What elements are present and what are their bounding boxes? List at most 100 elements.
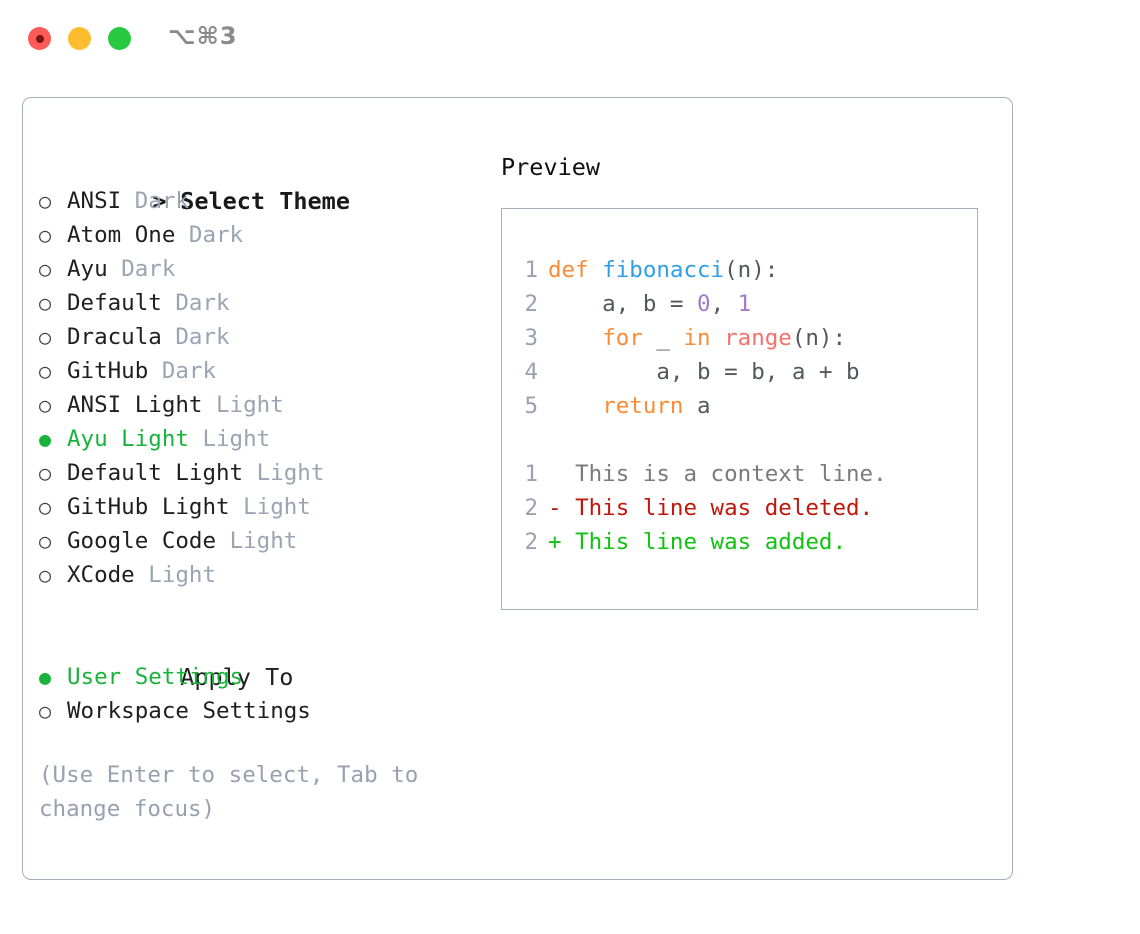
apply-to-heading: Apply To: [39, 626, 469, 691]
code-token-kw: return: [602, 393, 684, 419]
code-token-kw: def: [548, 257, 603, 283]
apply-to-heading-label: Apply To: [180, 663, 294, 691]
diff-line-text: This line was added.: [561, 529, 847, 555]
theme-option-label: GitHub: [67, 358, 149, 384]
theme-option-ayu-light[interactable]: ● Ayu Light Light: [39, 422, 469, 456]
code-token-kw: in: [683, 325, 711, 351]
theme-variant-label: Light: [243, 494, 311, 520]
apply-to-option-user-settings[interactable]: ● User Settings: [39, 660, 469, 694]
theme-variant-label: Light: [229, 528, 298, 554]
diff-line-content: This is a context line.: [548, 457, 887, 491]
theme-variant-label: Light: [202, 426, 271, 452]
apply-to-option-label: User Settings: [67, 664, 244, 690]
apply-to-option-workspace-settings[interactable]: ○Workspace Settings: [39, 694, 469, 728]
code-token-bi: range: [724, 325, 792, 351]
radio-unselected-icon: ○: [39, 461, 52, 485]
code-token-txt: [548, 393, 602, 419]
radio-unselected-icon: ○: [39, 257, 52, 281]
label-separator: [121, 188, 135, 214]
apply-to-option-list: ● User Settings ○Workspace Settings: [39, 660, 469, 728]
close-window-button[interactable]: [28, 27, 51, 50]
theme-option-default-light[interactable]: ○ Default Light Light: [39, 456, 469, 490]
label-separator: [162, 324, 176, 350]
code-token-txt: [711, 325, 725, 351]
theme-option-list: ○ANSI Dark○Atom One Dark○Ayu Dark○Defaul…: [39, 184, 469, 592]
preview-spacer: [502, 423, 977, 457]
theme-option-label: Dracula: [67, 324, 162, 350]
maximize-window-button[interactable]: [108, 27, 131, 50]
code-token-num: 1: [737, 291, 752, 317]
code-line-number: 5: [524, 393, 538, 419]
select-theme-heading: > Select Theme: [39, 150, 469, 215]
radio-unselected-icon: ○: [39, 291, 52, 315]
select-theme-heading-label: Select Theme: [180, 187, 350, 215]
theme-variant-label: Light: [216, 392, 284, 418]
theme-picker-panel: >Select Theme ○ANSI Dark○Atom One Dark○A…: [22, 97, 1013, 880]
theme-variant-label: Dark: [121, 256, 176, 282]
theme-variant-label: Dark: [175, 290, 230, 316]
theme-option-ansi-light[interactable]: ○ANSI Light Light: [39, 388, 469, 422]
code-line-content: a, b = b, a + b: [548, 355, 860, 389]
radio-selected-icon: ●: [39, 665, 52, 689]
code-line: 5 return a: [502, 389, 977, 423]
radio-selected-icon: ●: [39, 427, 52, 451]
theme-option-atom-one[interactable]: ○ Atom One Dark: [39, 218, 469, 252]
code-token-txt: a, b =: [548, 291, 698, 317]
theme-option-github[interactable]: ○GitHub Dark: [39, 354, 469, 388]
theme-option-label: Default Light: [67, 460, 244, 486]
caret-icon: >: [152, 187, 167, 215]
code-token-num: 0: [697, 291, 711, 317]
diff-line: 2- This line was deleted.: [502, 491, 977, 525]
label-separator: [216, 528, 230, 554]
radio-unselected-icon: ○: [39, 223, 52, 247]
theme-option-default[interactable]: ○Default Dark: [39, 286, 469, 320]
label-separator: [189, 426, 203, 452]
radio-unselected-icon: ○: [39, 699, 52, 723]
theme-option-google-code[interactable]: ○Google Code Light: [39, 524, 469, 558]
diff-line-content: + This line was added.: [548, 525, 846, 559]
code-token-txt: (n):: [724, 257, 779, 283]
diff-marker: +: [548, 529, 562, 555]
minimize-window-button[interactable]: [68, 27, 91, 50]
label-separator: [162, 290, 176, 316]
theme-option-ayu[interactable]: ○ Ayu Dark: [39, 252, 469, 286]
code-token-kw: for: [602, 325, 643, 351]
theme-option-github-light[interactable]: ○GitHub Light Light: [39, 490, 469, 524]
theme-option-label: ANSI Light: [67, 392, 203, 418]
diff-marker: [548, 461, 562, 487]
code-token-txt: a, b = b, a + b: [548, 359, 860, 385]
theme-option-label: Atom One: [67, 222, 176, 248]
theme-option-dracula[interactable]: ○Dracula Dark: [39, 320, 469, 354]
code-line: 4 a, b = b, a + b: [502, 355, 977, 389]
theme-option-label: Ayu: [67, 256, 108, 282]
code-line-content: return a: [548, 389, 711, 423]
radio-unselected-icon: ○: [39, 189, 52, 213]
theme-variant-label: Dark: [175, 324, 230, 350]
diff-line-number: 2: [524, 495, 538, 521]
code-line-content: a, b = 0, 1: [548, 287, 751, 321]
code-token-txt: a: [683, 393, 711, 419]
theme-option-label: Ayu Light: [67, 426, 189, 452]
label-separator: [202, 392, 216, 418]
theme-option-label: ANSI: [67, 188, 122, 214]
theme-option-xcode[interactable]: ○XCode Light: [39, 558, 469, 592]
theme-option-label: Google Code: [67, 528, 217, 554]
diff-marker: -: [548, 495, 562, 521]
diff-line-number: 2: [524, 529, 538, 555]
diff-line: 1 This is a context line.: [502, 457, 977, 491]
code-token-txt: (n):: [791, 325, 847, 351]
theme-option-ansi[interactable]: ○ANSI Dark: [39, 184, 469, 218]
diff-line-content: - This line was deleted.: [548, 491, 873, 525]
code-token-txt: [548, 325, 602, 351]
label-separator: [230, 494, 244, 520]
title-bar: ⌥⌘3: [0, 0, 1140, 78]
radio-unselected-icon: ○: [39, 359, 52, 383]
diff-line-text: This line was deleted.: [561, 495, 874, 521]
label-separator: [108, 256, 122, 282]
keyboard-hint-text: (Use Enter to select, Tab to change focu…: [39, 762, 419, 822]
theme-variant-label: Light: [256, 460, 325, 486]
theme-variant-label: Dark: [188, 222, 244, 248]
radio-unselected-icon: ○: [39, 495, 52, 519]
